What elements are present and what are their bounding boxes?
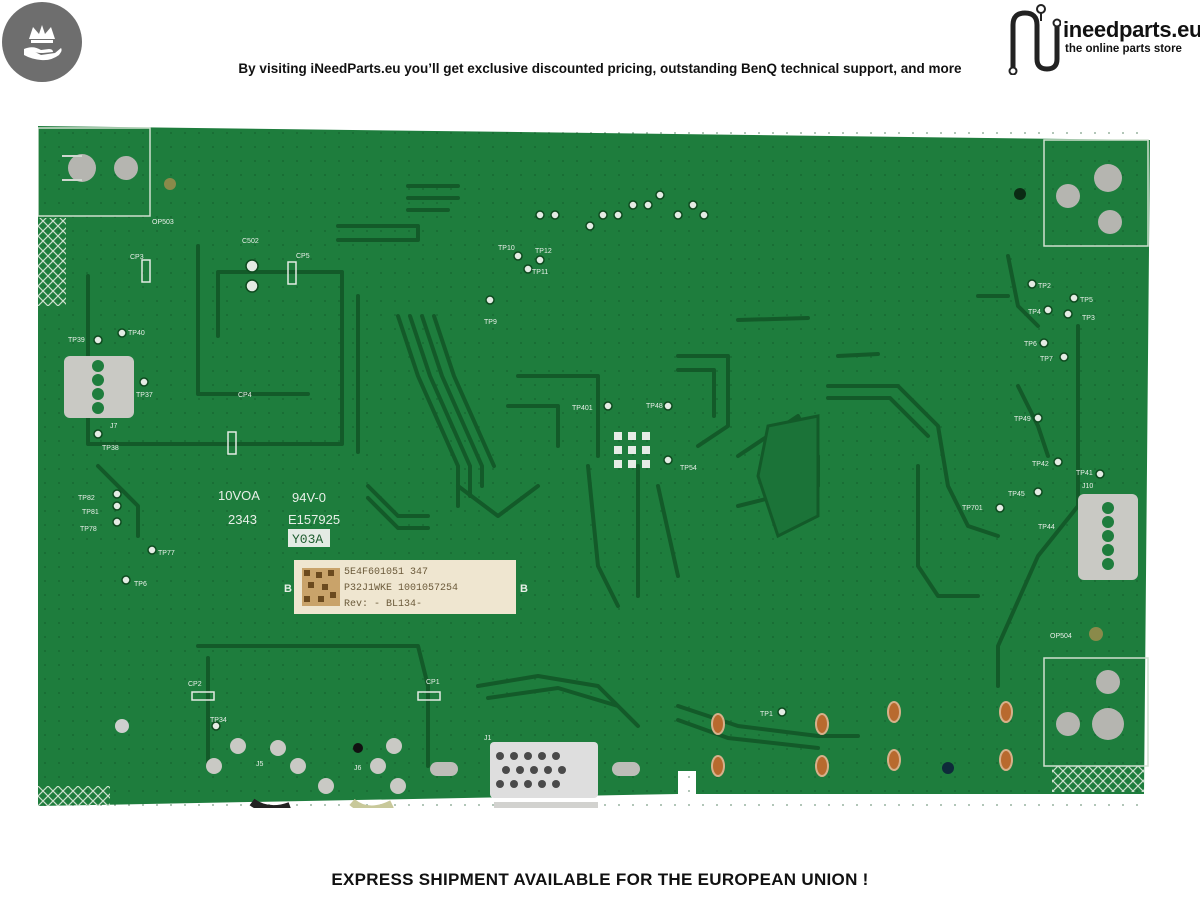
- marking-1: 10VOA: [218, 488, 260, 503]
- test-point-label: CP2: [188, 681, 202, 688]
- test-point-label: OP503: [152, 219, 174, 226]
- label-side-left: B: [284, 583, 292, 595]
- test-point-label: TP54: [680, 465, 697, 472]
- marking-4: E157925: [288, 512, 340, 527]
- label-line-3: Rev: - BL134-: [344, 599, 422, 610]
- test-point-label: CP5: [296, 253, 310, 260]
- test-point-label: TP41: [1076, 470, 1093, 477]
- label-line-2: P32J1WKE 1001057254: [344, 583, 458, 594]
- test-point-label: TP7: [1040, 356, 1053, 363]
- test-point-label: CP1: [426, 679, 440, 686]
- test-point-label: TP44: [1038, 524, 1055, 531]
- circuit-logo-icon: [1008, 4, 1061, 75]
- test-point-dots: [93, 190, 1105, 731]
- test-point-label: TP49: [1014, 416, 1031, 423]
- test-point-label: CP4: [238, 392, 252, 399]
- test-point-labels: TP10 TP12 TP11 TP9 TP39 TP40 TP37 TP38 J…: [68, 219, 1095, 772]
- shipping-notice: EXPRESS SHIPMENT AVAILABLE FOR THE EUROP…: [331, 870, 869, 889]
- test-point-label: TP81: [82, 509, 99, 516]
- test-point-label: TP38: [102, 445, 119, 452]
- test-point-label: J1: [484, 735, 492, 742]
- test-point-label: J5: [256, 761, 264, 768]
- test-point-label: TP42: [1032, 461, 1049, 468]
- test-point-label: TP9: [484, 319, 497, 326]
- connector-j10: [1078, 494, 1138, 580]
- crown-hand-badge: [2, 2, 82, 82]
- brand-logo: ineedparts.eu the online parts store: [1005, 3, 1200, 75]
- pcb-board: 10VOA 94V-0 2343 E157925 Y03A 5E4F601051…: [38, 126, 1150, 808]
- marking-2: 94V-0: [292, 490, 326, 505]
- silkscreen-text: 10VOA 94V-0 2343 E157925 Y03A: [218, 488, 340, 547]
- brand-name: ineedparts.eu: [1063, 17, 1200, 42]
- test-point-label: TP4: [1028, 309, 1041, 316]
- test-point-label: TP77: [158, 550, 175, 557]
- test-point-label: TP12: [535, 248, 552, 255]
- test-point-label: TP3: [1082, 315, 1095, 322]
- brand-tagline: the online parts store: [1065, 43, 1182, 55]
- mounting-pad-top-right: [1056, 164, 1122, 234]
- test-point-label: TP5: [1080, 297, 1093, 304]
- label-side-right: B: [520, 583, 528, 595]
- label-line-1: 5E4F601051 347: [344, 567, 428, 578]
- test-point-label: TP6: [1024, 341, 1037, 348]
- test-point-label: J7: [110, 423, 118, 430]
- connector-j7: [64, 356, 134, 418]
- test-point-label: TP6: [134, 581, 147, 588]
- test-point-label: TP1: [760, 711, 773, 718]
- test-point-label: C502: [242, 238, 259, 245]
- test-point-label: TP11: [532, 269, 548, 276]
- test-point-label: TP48: [646, 403, 663, 410]
- test-point-label: TP10: [498, 245, 515, 252]
- test-point-label: CP3: [130, 254, 144, 261]
- vga-connector-j1: [430, 742, 640, 808]
- test-point-label: TP34: [210, 717, 227, 724]
- test-point-label: TP45: [1008, 491, 1025, 498]
- test-point-label: TP701: [962, 505, 983, 512]
- crown-hand-icon: [24, 25, 62, 61]
- test-point-label: TP37: [136, 392, 153, 399]
- promo-text: By visiting iNeedParts.eu you’ll get exc…: [238, 61, 962, 76]
- test-point-label: TP40: [128, 330, 145, 337]
- solder-pads: [711, 701, 1013, 777]
- mounting-pad-bottom-right: [1056, 670, 1124, 740]
- marking-3: 2343: [228, 512, 257, 527]
- test-point-label: J6: [354, 765, 362, 772]
- test-point-label: TP39: [68, 337, 85, 344]
- test-point-label: OP504: [1050, 633, 1072, 640]
- test-point-label: J10: [1082, 483, 1093, 490]
- test-point-label: TP2: [1038, 283, 1051, 290]
- test-point-label: TP82: [78, 495, 95, 502]
- bga-pads: [614, 432, 650, 468]
- test-point-label: TP401: [572, 405, 593, 412]
- audio-jacks: [206, 738, 406, 808]
- mounting-pad-top-left: [62, 154, 138, 182]
- marking-5: Y03A: [292, 532, 323, 547]
- product-label: 5E4F601051 347 P32J1WKE 1001057254 Rev: …: [284, 560, 528, 614]
- test-point-label: TP78: [80, 526, 97, 533]
